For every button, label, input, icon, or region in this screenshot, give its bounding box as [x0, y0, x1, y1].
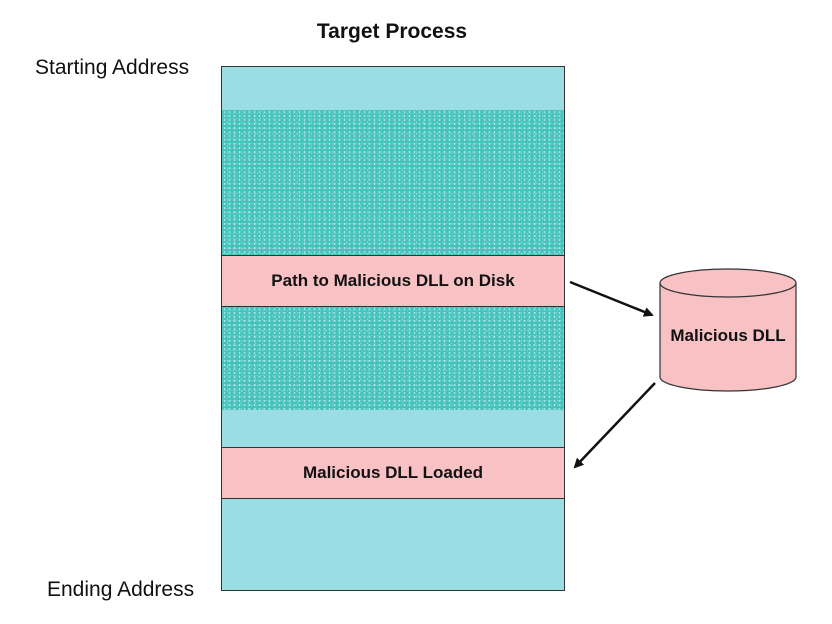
arrow-to-dll: [569, 280, 654, 317]
memory-region-textured: [222, 307, 564, 410]
memory-region-light: [222, 410, 564, 447]
ending-address-label: Ending Address: [47, 578, 195, 601]
cylinder-icon: [659, 268, 797, 392]
memory-region-textured: [222, 110, 564, 255]
memory-region-light: [222, 499, 564, 590]
process-memory-block: Path to Malicious DLL on Disk Malicious …: [221, 66, 565, 591]
path-to-dll-region: Path to Malicious DLL on Disk: [222, 255, 564, 307]
diagram-title: Target Process: [316, 20, 468, 43]
dll-loaded-region: Malicious DLL Loaded: [222, 447, 564, 499]
starting-address-label: Starting Address: [35, 56, 190, 79]
arrow-dll-loaded: [573, 382, 656, 469]
memory-region-light: [222, 67, 564, 110]
malicious-dll-label: Malicious DLL: [670, 326, 786, 345]
